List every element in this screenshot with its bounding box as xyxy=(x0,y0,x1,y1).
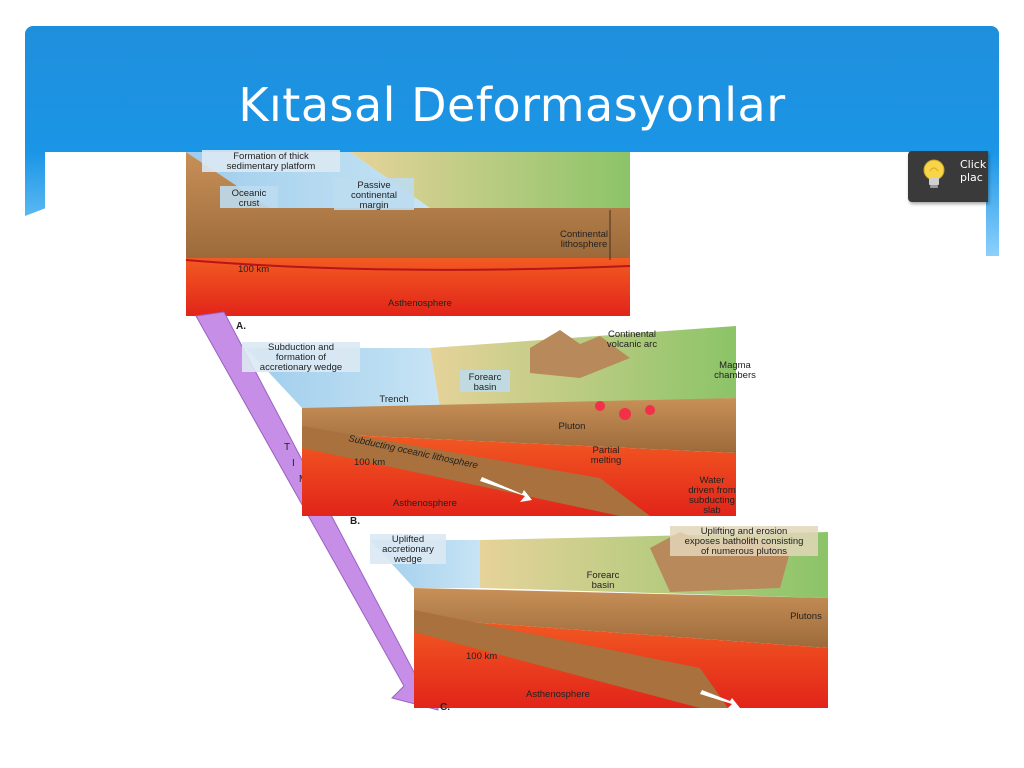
block-a-label-passive-2: continental xyxy=(351,190,397,201)
block-c-label-asthenosphere: Asthenosphere xyxy=(526,689,590,700)
block-b-label-pluton: Pluton xyxy=(559,421,586,432)
block-b-label-trench: Trench xyxy=(379,394,408,405)
block-b-label-arc-2: volcanic arc xyxy=(607,339,657,350)
block-b-label-water-4: slab xyxy=(703,505,720,516)
block-b-label-water-3: subducting xyxy=(689,495,735,506)
block-b-slab xyxy=(302,426,650,516)
block-c-letter: C. xyxy=(440,702,450,713)
deformation-diagram: Formation of thick sedimentary platform … xyxy=(185,150,828,713)
tooltip-text: Click plac xyxy=(960,158,988,184)
block-c-label-erosion-1: Uplifting and erosion xyxy=(701,526,788,537)
title-band xyxy=(25,26,999,152)
left-accent-tab xyxy=(25,152,45,216)
block-a-crust-face xyxy=(186,152,630,258)
block-b-label-forearc-1: Forearc xyxy=(469,372,502,383)
block-b-label-arc-1: Continental xyxy=(608,329,656,340)
block-b-magma-2 xyxy=(619,408,631,420)
tooltip-line-1: Click xyxy=(960,158,987,171)
block-a-label-platform-2: sedimentary platform xyxy=(227,161,316,172)
block-b-label-subduction-1: Subduction and xyxy=(268,342,334,353)
block-c-crust-face xyxy=(414,588,828,648)
block-a-lithosphere-line xyxy=(185,259,631,271)
block-b-label-subduction-2: formation of xyxy=(276,352,327,363)
block-b-white-arrow xyxy=(480,477,532,502)
block-b-label-magma-2: chambers xyxy=(714,370,756,381)
block-b-label-water-1: Water xyxy=(700,475,725,486)
block-a-label-oceanic-1: Oceanic xyxy=(232,188,267,199)
block-b-label-partial-1: Partial xyxy=(593,445,620,456)
block-c-label-forearc-1: Forearc xyxy=(587,570,620,581)
block-c-label-uplifted-1: Uplifted xyxy=(392,534,424,545)
block-a-label-passive-1: Passive xyxy=(357,180,390,191)
block-b-volcanic-arc xyxy=(530,330,630,378)
block-a-top-land xyxy=(350,152,630,208)
block-c-label-forearc-2: basin xyxy=(592,580,615,591)
block-a-label-lithosphere-2: lithosphere xyxy=(561,239,607,250)
block-b-magma-3 xyxy=(645,405,655,415)
block-b-label-subduction-3: accretionary wedge xyxy=(260,362,342,373)
block-c-label-uplifted-2: accretionary xyxy=(382,544,434,555)
block-b-magma-1 xyxy=(595,401,605,411)
block-a-label-asthenosphere: Asthenosphere xyxy=(388,298,452,309)
block-b-label-forearc-2: basin xyxy=(474,382,497,393)
block-b-label-asthenosphere: Asthenosphere xyxy=(393,498,457,509)
block-b-label-magma-1: Magma xyxy=(719,360,751,371)
block-c-slab xyxy=(414,610,728,708)
slide-title: Kıtasal Deformasyonlar xyxy=(238,78,786,132)
block-b-label-water-2: driven from xyxy=(688,485,736,496)
block-c-label-erosion-3: of numerous plutons xyxy=(701,546,787,557)
block-a-label-oceanic-2: crust xyxy=(239,198,260,209)
placeholder-tooltip[interactable]: Click plac xyxy=(908,151,988,202)
block-c-label-plutons: Plutons xyxy=(790,611,822,622)
block-a-label-passive-3: margin xyxy=(359,200,388,211)
block-b-label-partial-2: melting xyxy=(591,455,622,466)
block-b: Subduction and formation of accretionary… xyxy=(242,326,756,527)
block-a-label-lithosphere-1: Continental xyxy=(560,229,608,240)
block-c: Uplifted accretionary wedge Uplifting an… xyxy=(370,526,828,713)
block-b-label-depth: 100 km xyxy=(354,457,385,468)
time-arrow-letter-t: T xyxy=(284,442,290,453)
block-b-letter: B. xyxy=(350,516,360,527)
block-a-mantle-face xyxy=(186,258,630,316)
block-a-label-platform-1: Formation of thick xyxy=(233,151,309,162)
block-c-white-arrow xyxy=(700,690,740,708)
block-a-letter: A. xyxy=(236,321,246,332)
time-arrow-letter-i: I xyxy=(292,458,295,469)
tooltip-line-2: plac xyxy=(960,171,983,184)
block-a: Formation of thick sedimentary platform … xyxy=(185,150,631,332)
lightbulb-icon xyxy=(923,159,945,188)
right-accent-tab xyxy=(986,152,999,256)
block-c-label-uplifted-3: wedge xyxy=(393,554,422,565)
block-a-label-depth: 100 km xyxy=(238,264,269,275)
block-c-label-erosion-2: exposes batholith consisting xyxy=(685,536,804,547)
block-c-label-depth: 100 km xyxy=(466,651,497,662)
